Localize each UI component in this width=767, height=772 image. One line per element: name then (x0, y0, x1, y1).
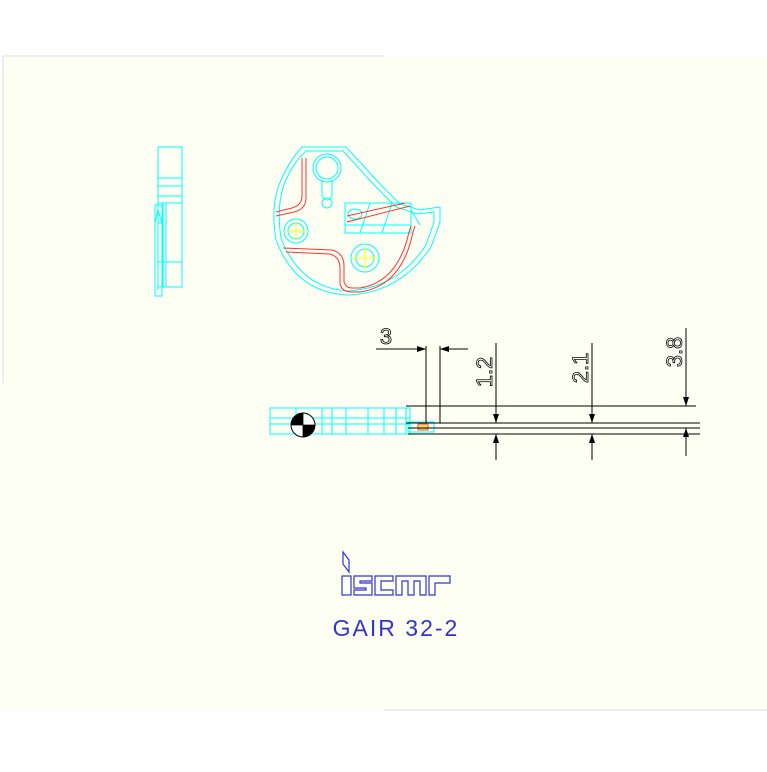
dimension-depth-3-8: 3.8 (662, 337, 687, 368)
keyhole-upper (315, 156, 339, 180)
section-lines (275, 158, 416, 293)
drawing-frame (2, 55, 767, 711)
top-view (273, 146, 441, 296)
bottom-margin (0, 710, 767, 767)
top-margin (0, 0, 767, 56)
iscar-logo (341, 550, 451, 596)
insert-tip (417, 423, 429, 431)
left-margin (0, 56, 3, 386)
dimension-width-3: 3 (380, 324, 392, 349)
dimension-arrows (417, 346, 689, 443)
mounting-hole-right (350, 243, 380, 273)
insert-seat (344, 202, 412, 234)
center-symbol (290, 412, 316, 438)
dimension-lines (376, 328, 700, 460)
side-view (154, 146, 183, 297)
product-code: GAIR 32-2 (333, 615, 460, 641)
dimension-depth-2-1: 2.1 (568, 353, 593, 384)
mounting-hole-left (283, 218, 309, 244)
dimension-depth-1-2: 1.2 (472, 357, 497, 388)
insert-outline (273, 146, 441, 296)
